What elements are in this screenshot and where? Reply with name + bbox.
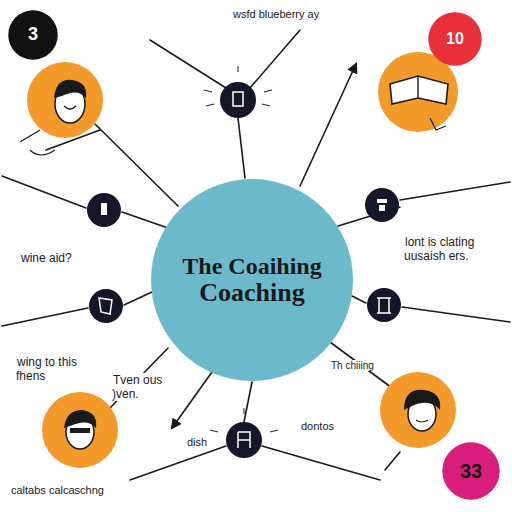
- circle-fill: [8, 10, 58, 60]
- circle-fill: [151, 179, 353, 381]
- corner-note: caltabs calcaschng: [10, 484, 160, 497]
- node-text: 10: [446, 30, 464, 48]
- small-note: Th chiiing: [330, 360, 400, 372]
- side-note: wine aid?: [20, 252, 100, 266]
- side-note: lont is clating uusaish ers.: [404, 236, 504, 264]
- label-text: wine aid?: [20, 251, 73, 265]
- side-note: Tven ous )ven.: [112, 374, 176, 402]
- circle-fill: [428, 12, 481, 65]
- node-text: The Coaihing: [182, 253, 321, 279]
- top-note: wsfd blueberry ay: [232, 8, 372, 21]
- label-text: wing to this fhens: [16, 355, 77, 383]
- node-texts: 3: [8, 10, 58, 60]
- side-note: wing to this fhens: [16, 356, 92, 384]
- label-text: lont is clating uusaish ers.: [404, 235, 474, 263]
- callout-circle: 33: [442, 442, 500, 500]
- label-text: dish: [186, 436, 208, 448]
- central-circle: The CoaihingCoaching: [150, 178, 354, 382]
- icon-circles: [87, 82, 401, 458]
- label-text: Th chiiing: [330, 360, 375, 371]
- node-text: 3: [28, 25, 38, 45]
- bottom-note: dish: [186, 436, 226, 449]
- node-texts: 10: [428, 12, 482, 66]
- node-texts: 33: [442, 442, 500, 500]
- spoke-lines: [2, 30, 510, 480]
- callout-circle: 3: [8, 10, 58, 60]
- node-text: Coaching: [199, 279, 304, 308]
- label-text: caltabs calcaschng: [10, 484, 105, 496]
- bottom-note: dontos: [300, 420, 360, 433]
- label-text: wsfd blueberry ay: [232, 8, 320, 20]
- label-text: dontos: [300, 420, 335, 432]
- label-text: Tven ous )ven.: [112, 373, 162, 401]
- node-text: 33: [460, 460, 482, 482]
- portrait-circles: [20, 52, 458, 468]
- circle-fill: [442, 442, 499, 499]
- node-texts: The CoaihingCoaching: [150, 178, 354, 382]
- callout-circle: 10: [428, 12, 482, 66]
